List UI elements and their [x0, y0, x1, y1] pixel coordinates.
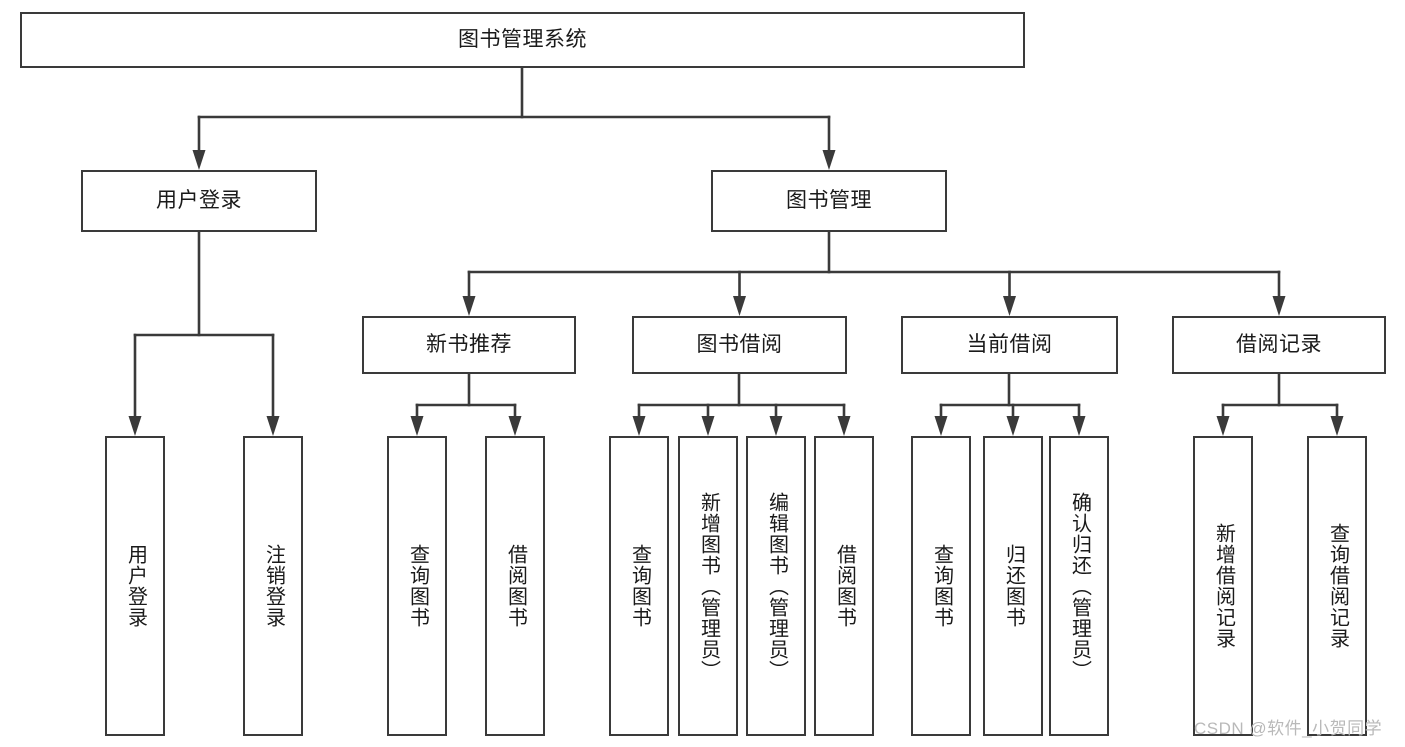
- node-label: 图书管理系统: [458, 27, 587, 51]
- watermark: CSDN @软件_小贺同学: [1194, 719, 1383, 738]
- node-label: 图书借阅: [696, 332, 783, 356]
- node-borrow[interactable]: 图书借阅: [632, 316, 847, 374]
- node-bookmgmt[interactable]: 图书管理: [711, 170, 947, 232]
- node-leaf-12[interactable]: 新增借阅记录: [1193, 436, 1253, 736]
- arrowhead: [733, 296, 746, 316]
- arrowhead: [632, 416, 646, 436]
- node-leaf-11[interactable]: 确认归还（管理员）: [1049, 436, 1109, 736]
- node-leaf-9[interactable]: 查询图书: [911, 436, 971, 736]
- node-leaf-7[interactable]: 编辑图书（管理员）: [746, 436, 806, 736]
- node-leaf-3[interactable]: 查询图书: [387, 436, 447, 736]
- arrowhead: [837, 416, 851, 436]
- arrowhead: [266, 416, 280, 436]
- node-records[interactable]: 借阅记录: [1172, 316, 1386, 374]
- node-label: 查询借阅记录: [1326, 523, 1349, 649]
- node-leaf-1[interactable]: 用户登录: [105, 436, 165, 736]
- arrowhead: [1330, 416, 1344, 436]
- arrowhead: [1072, 416, 1086, 436]
- arrowhead: [128, 416, 142, 436]
- node-login[interactable]: 用户登录: [81, 170, 317, 232]
- arrowhead: [462, 296, 476, 316]
- node-leaf-4[interactable]: 借阅图书: [485, 436, 545, 736]
- arrowhead: [769, 416, 783, 436]
- node-label: 查询图书: [406, 544, 429, 628]
- node-label: 新书推荐: [426, 332, 512, 356]
- node-label: 查询图书: [930, 544, 953, 628]
- node-leaf-6[interactable]: 新增图书（管理员）: [678, 436, 738, 736]
- node-label: 借阅图书: [504, 544, 527, 628]
- arrowhead: [1003, 296, 1016, 316]
- arrowhead: [822, 150, 836, 170]
- arrowhead: [934, 416, 948, 436]
- node-label: 新增图书（管理员）: [697, 491, 720, 681]
- node-label: 归还图书: [1002, 544, 1025, 628]
- arrowhead: [1272, 296, 1286, 316]
- node-label: 注销登录: [262, 544, 285, 628]
- node-root[interactable]: 图书管理系统: [20, 12, 1025, 68]
- arrowhead: [508, 416, 522, 436]
- node-leaf-13[interactable]: 查询借阅记录: [1307, 436, 1367, 736]
- arrowhead: [701, 416, 715, 436]
- node-label: 新增借阅记录: [1212, 523, 1235, 649]
- node-leaf-8[interactable]: 借阅图书: [814, 436, 874, 736]
- node-label: 当前借阅: [966, 332, 1053, 356]
- node-label: 借阅记录: [1236, 332, 1322, 356]
- arrowhead: [192, 150, 206, 170]
- node-leaf-10[interactable]: 归还图书: [983, 436, 1043, 736]
- node-leaf-2[interactable]: 注销登录: [243, 436, 303, 736]
- node-label: 编辑图书（管理员）: [765, 491, 788, 681]
- node-newbook[interactable]: 新书推荐: [362, 316, 576, 374]
- node-label: 查询图书: [628, 544, 651, 628]
- arrowhead: [410, 416, 424, 436]
- node-label: 图书管理: [786, 188, 872, 212]
- arrowhead: [1006, 416, 1020, 436]
- node-current[interactable]: 当前借阅: [901, 316, 1118, 374]
- node-label: 用户登录: [156, 188, 242, 212]
- node-leaf-5[interactable]: 查询图书: [609, 436, 669, 736]
- node-label: 用户登录: [124, 544, 147, 628]
- node-label: 确认归还（管理员）: [1068, 491, 1091, 681]
- node-label: 借阅图书: [833, 544, 856, 628]
- arrowhead: [1216, 416, 1230, 436]
